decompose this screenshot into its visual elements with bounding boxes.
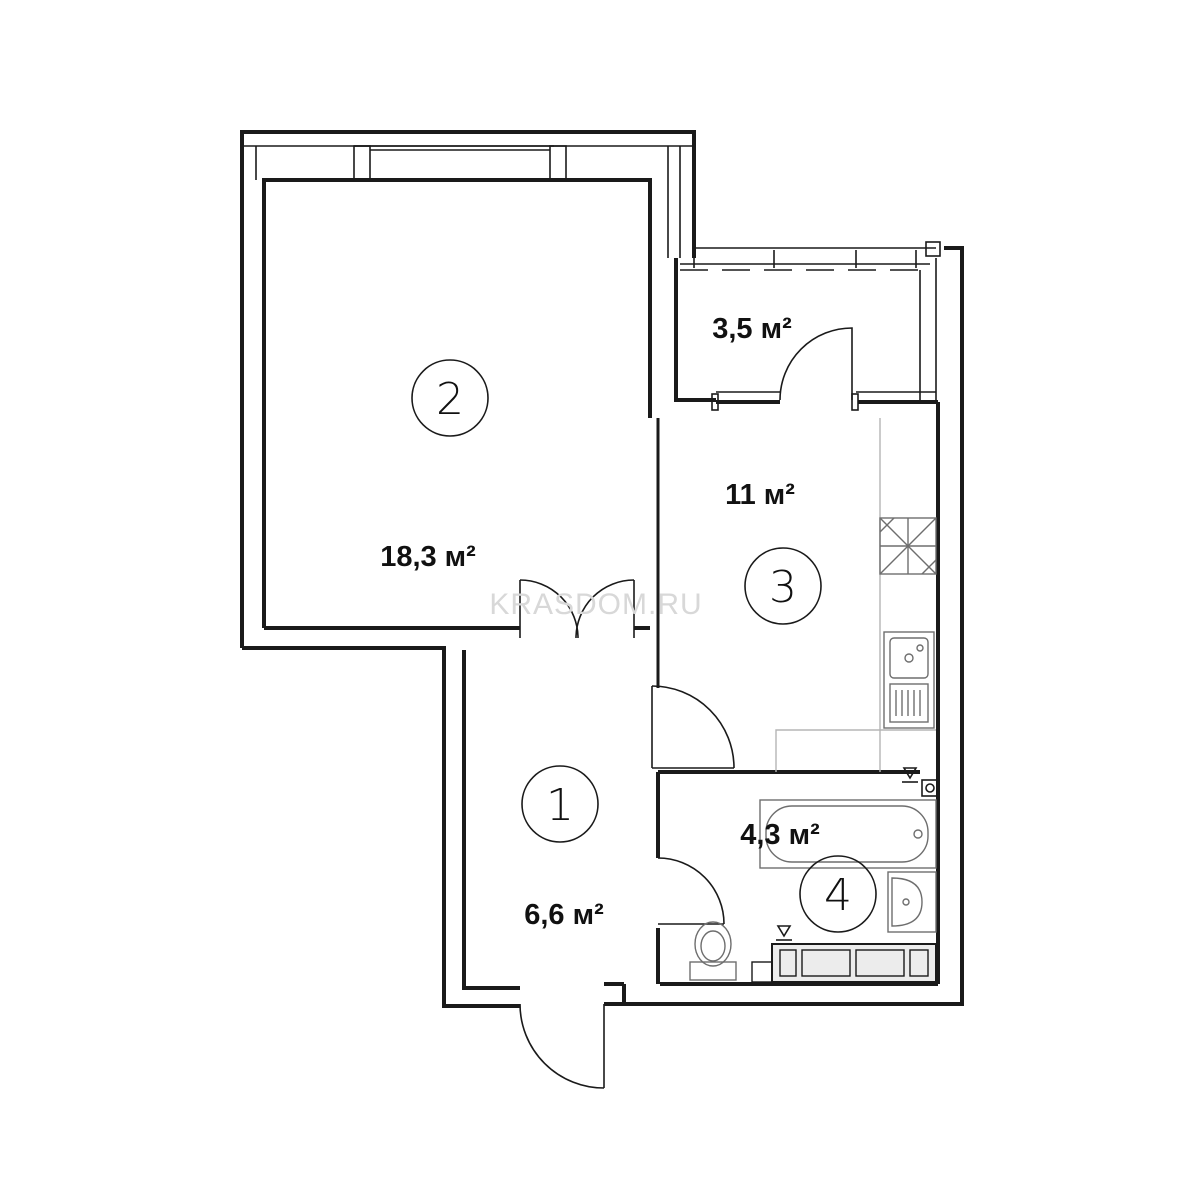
riser-marker-icon	[776, 767, 939, 941]
kitchen-walls	[622, 246, 964, 1006]
room-4-marker: 4	[799, 855, 877, 933]
watermark: KRASDOM.RU	[489, 588, 702, 621]
hallway-walls	[242, 626, 650, 1008]
washbasin-icon	[887, 871, 937, 933]
kitchen-counter	[775, 418, 936, 772]
room-2-area: 18,3 м²	[380, 541, 476, 573]
room-3-number: 3	[769, 562, 797, 613]
bathroom-walls	[656, 770, 938, 986]
room-1-area: 6,6 м²	[524, 899, 604, 931]
door-swing-icon	[651, 685, 735, 769]
room-3-marker: 3	[744, 547, 822, 625]
door-swing-icon	[657, 857, 725, 925]
toilet-icon	[689, 921, 737, 981]
room-2-number: 2	[436, 374, 464, 425]
room-4-number: 4	[824, 870, 852, 921]
door-swing-icon	[519, 579, 635, 639]
room-2-marker: 2	[411, 359, 489, 437]
room-1-marker: 1	[521, 765, 599, 843]
door-swing-icon	[519, 1003, 605, 1089]
room-4-area: 4,3 м²	[740, 819, 820, 851]
sink-icon	[883, 631, 935, 729]
radiator	[751, 943, 937, 983]
bathtub-icon	[759, 799, 937, 869]
room-3-area: 11 м²	[725, 479, 795, 511]
balcony-area: 3,5 м²	[712, 313, 792, 345]
stove-icon	[879, 517, 937, 575]
room-1-number: 1	[546, 780, 574, 831]
balcony-walls	[674, 241, 941, 402]
room-2-walls	[240, 130, 696, 648]
